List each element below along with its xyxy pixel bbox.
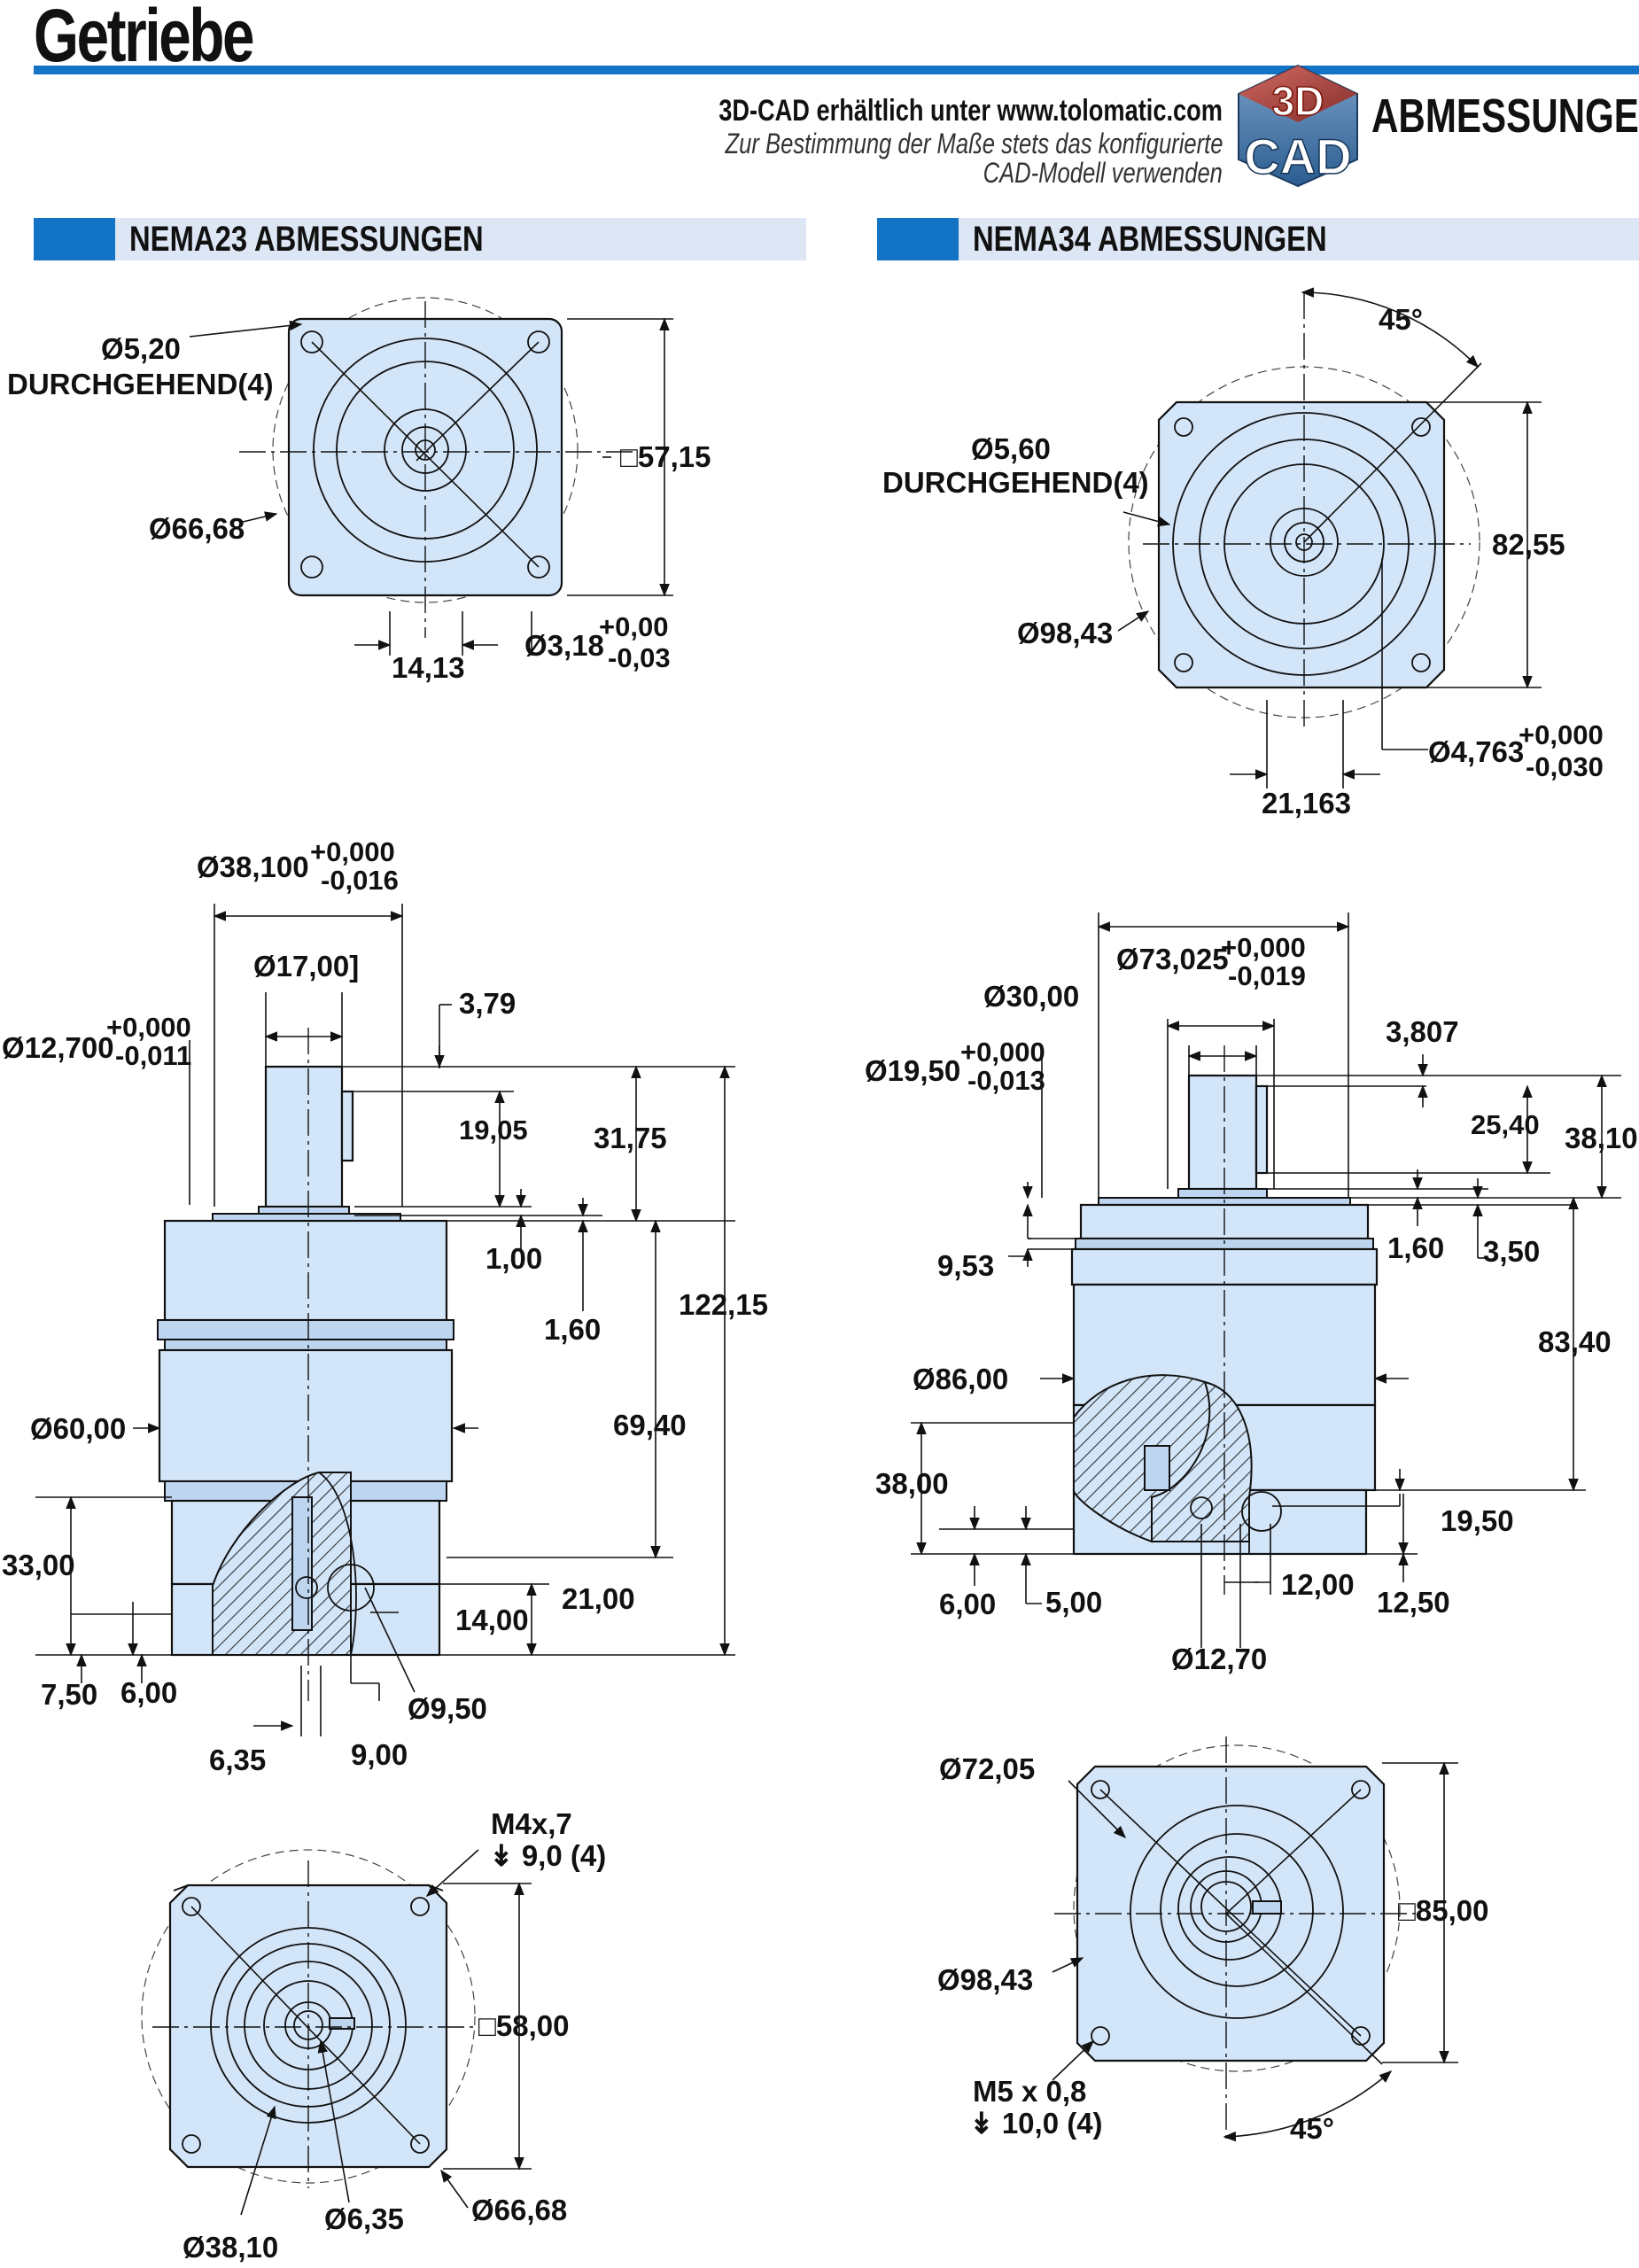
nema34-bore: Ø4,763 — [1428, 735, 1524, 768]
nema34-d-12-70: Ø12,70 — [1171, 1643, 1267, 1675]
nema34-body-dia: Ø86,00 — [913, 1363, 1008, 1395]
nema34-side-view: Ø73,025 +0,000 -0,019 Ø30,00 3,807 Ø19,5… — [865, 913, 1638, 1675]
nema34-d-3-807: 3,807 — [1386, 1015, 1459, 1048]
nema23-pilot-tol-minus: -0,016 — [321, 865, 399, 896]
nema23-key-width: 14,13 — [392, 651, 465, 684]
nema34-hole-note: DURCHGEHEND(4) — [882, 466, 1149, 499]
nema34-d-12-00: 12,00 — [1281, 1568, 1355, 1601]
nema23-title: NEMA23 ABMESSUNGEN — [129, 220, 484, 259]
nema34-d-19-50: 19,50 — [1441, 1504, 1514, 1537]
nema23-d-14-00: 14,00 — [455, 1604, 529, 1636]
nema34-section-bar: NEMA34 ABMESSUNGEN — [877, 218, 1639, 260]
nema34-d-1-60: 1,60 — [1387, 1231, 1444, 1264]
nema34-output-angle: 45° — [1290, 2112, 1334, 2145]
nema23-d-6-00: 6,00 — [120, 1676, 177, 1709]
nema23-output-view: M4x,7 ↡ 9,0 (4) □58,00 Ø38,10 Ø6,35 Ø66,… — [141, 1807, 606, 2264]
nema34-square: 82,55 — [1492, 528, 1565, 561]
nema23-section-bar: NEMA23 ABMESSUNGEN — [34, 218, 806, 260]
nema23-output-d-6-35: Ø6,35 — [324, 2202, 404, 2235]
nema34-bolt-circle: Ø98,43 — [1017, 617, 1113, 649]
nema34-d-83-40: 83,40 — [1538, 1325, 1612, 1358]
cad-logo-bottom-text: CAD — [1244, 128, 1351, 184]
nema34-d-12-50: 12,50 — [1377, 1586, 1450, 1619]
nema34-output-thread: M5 x 0,8 — [973, 2075, 1086, 2108]
nema34-front-angle: 45° — [1379, 303, 1423, 336]
nema23-hole-note: DURCHGEHEND(4) — [7, 368, 274, 400]
nema23-d-9-50: Ø9,50 — [408, 1692, 487, 1725]
nema23-d-1-00: 1,00 — [485, 1242, 542, 1275]
nema34-output-bolt-circle: Ø98,43 — [937, 1963, 1033, 1996]
nema23-shaft-tol-minus: -0,011 — [115, 1040, 191, 1071]
nema23-output-d-66-68: Ø66,68 — [471, 2194, 567, 2226]
section-title: ABMESSUNGEN — [1371, 89, 1639, 143]
nema23-bolt-circle: Ø66,68 — [149, 512, 245, 545]
nema23-shaft-dia: Ø12,700 — [2, 1031, 114, 1064]
nema23-d-19-05: 19,05 — [459, 1115, 528, 1146]
nema23-d-69-40: 69,40 — [613, 1409, 687, 1441]
nema23-d-7-50: 7,50 — [41, 1678, 97, 1711]
nema34-key-width: 21,163 — [1262, 787, 1351, 819]
nema23-bore-tol-plus: +0,00 — [599, 611, 668, 642]
nema23-bore: Ø3,18 — [524, 629, 604, 662]
nema23-output-thread: M4x,7 — [491, 1807, 572, 1840]
header-rule — [34, 66, 1639, 74]
nema23-bore-tol-minus: -0,03 — [608, 642, 671, 673]
cad-note-line2: CAD-Modell verwenden — [983, 157, 1223, 189]
nema34-front-view: 45° Ø5,60 DURCHGEHEND(4) 82,55 Ø98,43 Ø4… — [882, 287, 1604, 819]
nema34-output-thread-depth: ↡ 10,0 (4) — [969, 2107, 1103, 2140]
nema34-d-3-50: 3,50 — [1483, 1235, 1540, 1268]
nema34-pilot-tol-plus: +0,000 — [1221, 932, 1306, 963]
nema23-d-6-35: 6,35 — [209, 1744, 266, 1776]
nema23-d-9-00: 9,00 — [351, 1738, 408, 1771]
nema34-pilot-tol-minus: -0,019 — [1228, 960, 1306, 991]
nema23-hub-dia: Ø17,00] — [253, 950, 359, 983]
nema23-pilot-dia: Ø38,100 — [197, 850, 309, 883]
nema23-d-31-75: 31,75 — [594, 1122, 667, 1154]
nema23-d-21-00: 21,00 — [562, 1582, 635, 1615]
nema34-pilot-dia: Ø73,025 — [1116, 943, 1229, 975]
page-title: Getriebe — [34, 0, 254, 77]
nema23-output-thread-depth: ↡ 9,0 (4) — [489, 1839, 606, 1872]
cad-logo-top-text: 3D — [1272, 78, 1324, 124]
nema34-d-6-00: 6,00 — [939, 1588, 996, 1620]
nema34-d-38-00: 38,00 — [875, 1467, 949, 1500]
nema23-d-33-00: 33,00 — [2, 1549, 75, 1581]
nema23-square: □57,15 — [620, 440, 711, 473]
3d-cad-logo: 3D CAD — [1238, 64, 1358, 188]
nema23-front-view: Ø5,20 DURCHGEHEND(4) Ø66,68 □57,15 14,13… — [7, 297, 711, 684]
nema34-hub-dia: Ø30,00 — [983, 980, 1079, 1013]
nema34-d-25-40: 25,40 — [1471, 1109, 1540, 1140]
nema23-d-3-79: 3,79 — [459, 987, 516, 1020]
nema23-d-1-60: 1,60 — [544, 1313, 601, 1346]
nema23-shaft-tol-plus: +0,000 — [106, 1012, 191, 1043]
nema34-output-d-72-05: Ø72,05 — [939, 1752, 1035, 1785]
cad-availability-text: 3D-CAD erhältlich unter www.tolomatic.co… — [719, 94, 1223, 128]
nema34-d-9-53: 9,53 — [937, 1249, 994, 1282]
nema34-shaft-dia: Ø19,50 — [865, 1054, 960, 1087]
nema34-hole-dia: Ø5,60 — [971, 432, 1051, 465]
nema23-output-d-38-10: Ø38,10 — [183, 2231, 278, 2264]
nema34-d-5-00: 5,00 — [1045, 1586, 1102, 1619]
nema34-shaft-tol-plus: +0,000 — [960, 1037, 1045, 1068]
dimension-drawing: Ø5,20 DURCHGEHEND(4) Ø66,68 □57,15 14,13… — [2, 287, 1638, 2264]
cad-note-line1: Zur Bestimmung der Maße stets das konfig… — [725, 128, 1223, 159]
nema34-bore-tol-plus: +0,000 — [1519, 719, 1604, 750]
nema34-output-view: Ø72,05 □85,00 Ø98,43 M5 x 0,8 ↡ 10,0 (4)… — [937, 1736, 1489, 2145]
nema23-side-view: Ø38,100 +0,000 -0,016 Ø17,00] Ø12,700 +0… — [2, 836, 768, 1776]
nema23-hole-dia: Ø5,20 — [101, 332, 181, 365]
nema34-title: NEMA34 ABMESSUNGEN — [973, 220, 1327, 259]
nema23-body-dia: Ø60,00 — [30, 1412, 126, 1445]
nema34-bore-tol-minus: -0,030 — [1526, 751, 1604, 782]
nema23-pilot-tol-plus: +0,000 — [310, 836, 395, 867]
nema23-output-square: □58,00 — [478, 2009, 570, 2042]
nema34-shaft-tol-minus: -0,013 — [967, 1065, 1045, 1096]
nema34-output-square: □85,00 — [1398, 1894, 1489, 1927]
nema34-d-38-10: 38,10 — [1565, 1122, 1638, 1154]
nema23-d-122-15: 122,15 — [679, 1288, 768, 1321]
